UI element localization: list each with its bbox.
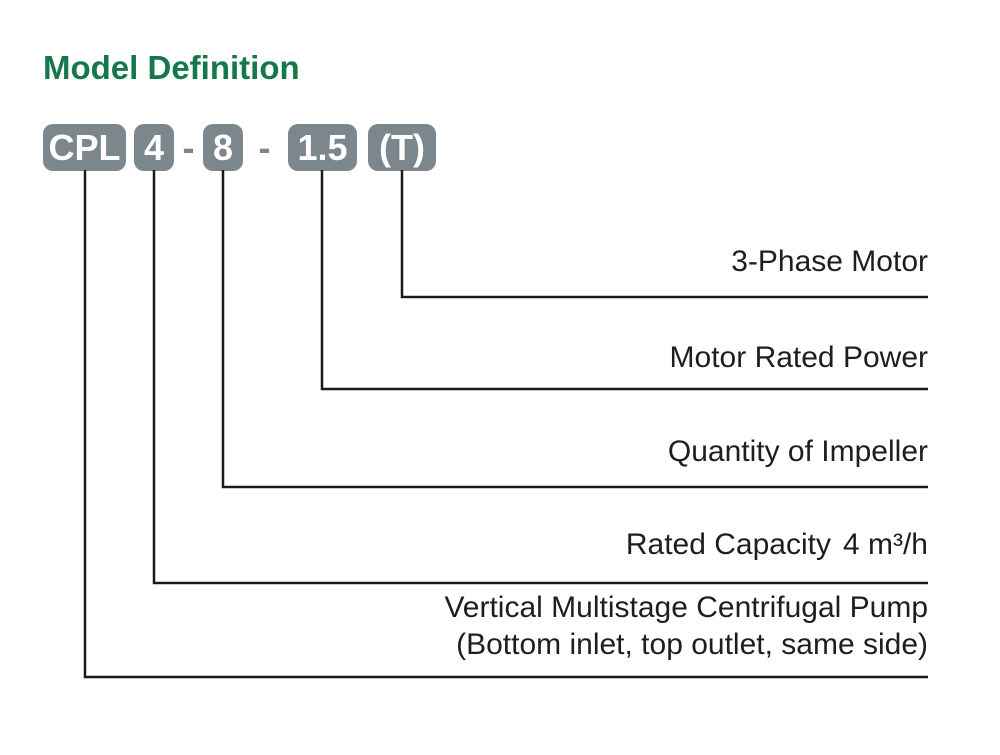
callout-line-phase bbox=[400, 170, 928, 299]
pump-type-line2: (Bottom inlet, top outlet, same side) bbox=[456, 628, 928, 661]
callout-line-series bbox=[83, 170, 928, 679]
rated-capacity-value: 4 m³/h bbox=[842, 528, 928, 561]
pump-type-line1: Vertical Multistage Centrifugal Pump bbox=[444, 591, 928, 624]
model-code-separator-dash: - bbox=[258, 126, 271, 168]
callout-label-pump-type: Vertical Multistage Centrifugal Pump (Bo… bbox=[444, 589, 928, 663]
model-code-capacity-badge: 4 bbox=[134, 124, 174, 171]
model-code-series-badge: CPL bbox=[43, 124, 126, 171]
model-code-impeller-badge: 8 bbox=[203, 124, 243, 171]
callout-label-quantity-of-impeller: Quantity of Impeller bbox=[667, 435, 928, 468]
rated-capacity-text: Rated Capacity bbox=[625, 528, 831, 561]
callout-line-power bbox=[320, 170, 928, 391]
callout-line-impeller bbox=[221, 170, 928, 489]
callout-label-motor-rated-power: Motor Rated Power bbox=[669, 341, 928, 374]
page-title: Model Definition bbox=[43, 49, 300, 86]
callout-label-rated-capacity: Rated Capacity 4 m³/h bbox=[626, 526, 928, 564]
model-code-phase-badge: (T) bbox=[368, 124, 436, 171]
model-code-power-badge: 1.5 bbox=[288, 124, 357, 171]
callout-line-capacity bbox=[152, 170, 928, 585]
callout-label-3-phase-motor: 3-Phase Motor bbox=[731, 245, 928, 278]
model-code-separator-dash: - bbox=[182, 126, 195, 168]
